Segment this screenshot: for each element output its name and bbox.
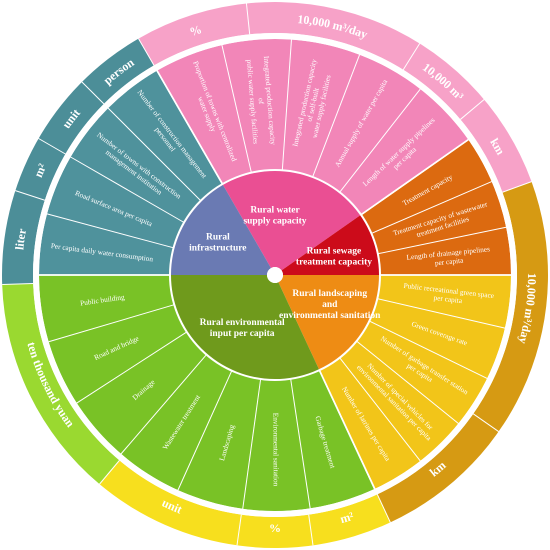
indicator-divider [156,70,224,185]
category-label-infrastructure: infrastructure [189,244,246,254]
ring-separator [33,33,517,517]
unit-divider [502,181,532,193]
center-sector-sewage [281,214,380,275]
center-sector-landscaping [278,275,380,371]
category-label-environmental: Rural environmental [200,318,285,328]
indicator-divider [290,378,311,509]
indicator-divider [46,213,174,249]
unit-divider [2,282,34,286]
divider-layer [2,3,532,546]
indicator-divider [48,304,175,343]
unit-divider [308,514,314,546]
indicator-label-landscaping-line: per capita [433,293,463,305]
unit-label-text: liter [12,227,29,251]
category-label-landscaping: and [322,300,338,310]
indicator-divider [107,107,202,202]
unit-divider [138,38,155,66]
unit-divider [38,138,66,155]
indicator-divider [356,340,459,424]
indicator-sector-water [157,38,469,215]
unit-arc-outer_environmental [2,283,120,485]
indicator-divider [339,357,421,462]
unit-divider [402,43,421,71]
indicator-divider [281,39,292,171]
indicator-label-environmental: Environmental sanitation [271,413,280,487]
unit-label-water: % [188,22,204,39]
indicator-divider [369,320,488,379]
unit-divider [81,81,105,105]
center-hole [267,267,283,283]
indicator-divider [371,181,492,234]
unit-label-text: m² [31,161,49,180]
category-label-environmental: input per capita [210,329,275,339]
unit-divider [245,3,251,35]
unit-label-landscaping: m² [338,509,355,526]
indicator-sector-landscaping [319,275,511,489]
unit-label-infrastructure: m² [31,161,49,180]
indicator-divider [360,138,469,216]
unit-divider [460,99,485,120]
unit-arc-outer_water [138,1,532,193]
center-sector-environmental [170,275,320,381]
category-label-sewage: Rural sewage [307,246,362,256]
indicator-divider [76,331,188,404]
unit-divider [236,514,242,546]
indicator-divider [221,44,252,173]
category-label-landscaping: environmental sanitation [279,311,381,321]
unit-divider [472,413,499,432]
indicator-divider [70,156,185,223]
center-sector-water [222,170,362,271]
indicator-divider [120,354,207,455]
unit-arc-outer_sewage [377,181,548,523]
indicator-divider [242,378,262,509]
category-label-infrastructure: Rural [206,233,230,243]
unit-label-landscaping: % [269,521,281,535]
unit-label-text: m² [338,509,355,526]
unit-label-text: % [188,22,204,39]
indicator-label-sewage-line: per capita [434,256,464,268]
unit-divider [15,190,45,201]
indicator-divider [318,369,376,490]
unit-arc-outer_infrastructure [1,38,154,285]
category-label-sewage: treatment capacity [296,257,372,267]
indicator-divider [377,298,506,329]
category-label-water: supply capacity [243,217,306,227]
unit-divider [99,460,120,485]
unit-label-text: % [269,521,281,535]
indicator-label-water-line: of [257,98,266,105]
indicator-divider [177,370,233,491]
indicator-sector-sewage [361,139,511,275]
indicator-divider [339,88,421,193]
indicator-divider [312,54,361,178]
indicator-divider [377,226,507,255]
category-label-water: Rural water [250,206,300,216]
unit-label-infrastructure: liter [12,227,29,251]
unit-arc-outer_landscaping [99,460,391,548]
category-label-landscaping: Rural landscaping [292,289,367,299]
unit-divider [376,494,391,523]
indicator-label-environmental-line: Environmental sanitation [271,413,280,487]
